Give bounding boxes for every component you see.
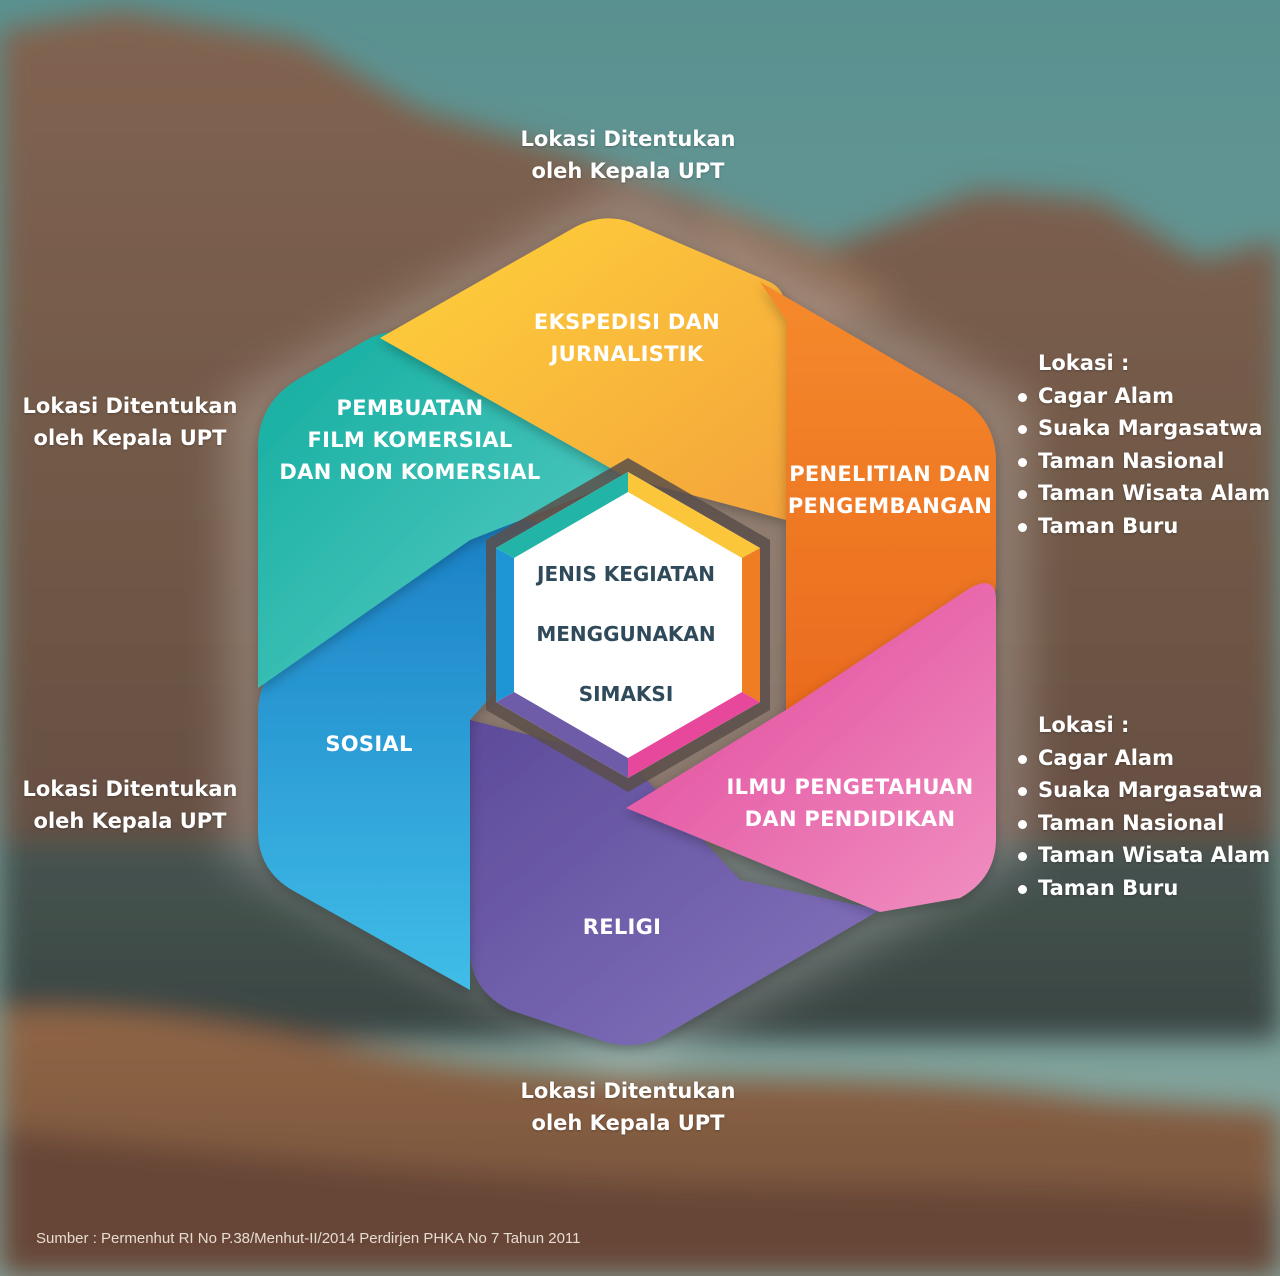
location-list-penelitian: Lokasi : Cagar Alam Suaka Margasatwa Tam… [1016, 347, 1270, 542]
location-list-ilmu: Lokasi : Cagar Alam Suaka Margasatwa Tam… [1016, 709, 1270, 904]
inner-rim-blue [496, 548, 514, 702]
segment-label-religi: RELIGI [583, 911, 662, 943]
segment-label-sosial: SOSIAL [325, 728, 412, 760]
location-item: Taman Nasional [1016, 445, 1270, 478]
location-item: Cagar Alam [1016, 380, 1270, 413]
segment-label-ekspedisi: EKSPEDISI DAN JURNALISTIK [534, 306, 720, 370]
note-bottom: Lokasi Ditentukan oleh Kepala UPT [521, 1075, 736, 1139]
location-item: Taman Wisata Alam [1016, 839, 1270, 872]
location-list-title: Lokasi : [1016, 709, 1270, 742]
center-title: JENIS KEGIATAN MENGGUNAKAN SIMAKSI [536, 529, 715, 739]
location-item: Suaka Margasatwa [1016, 412, 1270, 445]
segment-label-film: PEMBUATAN FILM KOMERSIAL DAN NON KOMERSI… [279, 392, 540, 488]
segment-label-penelitian: PENELITIAN DAN PENGEMBANGAN [788, 458, 992, 522]
source-citation: Sumber : Permenhut RI No P.38/Menhut-II/… [36, 1230, 581, 1247]
location-item: Taman Buru [1016, 872, 1270, 905]
location-item: Suaka Margasatwa [1016, 774, 1270, 807]
location-list-title: Lokasi : [1016, 347, 1270, 380]
location-item: Cagar Alam [1016, 742, 1270, 775]
location-item: Taman Nasional [1016, 807, 1270, 840]
location-item: Taman Wisata Alam [1016, 477, 1270, 510]
note-top: Lokasi Ditentukan oleh Kepala UPT [521, 123, 736, 187]
segment-label-ilmu: ILMU PENGETAHUAN DAN PENDIDIKAN [727, 771, 974, 835]
note-left-upper: Lokasi Ditentukan oleh Kepala UPT [23, 390, 238, 454]
note-left-lower: Lokasi Ditentukan oleh Kepala UPT [23, 773, 238, 837]
location-item: Taman Buru [1016, 510, 1270, 543]
inner-rim-orange [742, 548, 760, 702]
